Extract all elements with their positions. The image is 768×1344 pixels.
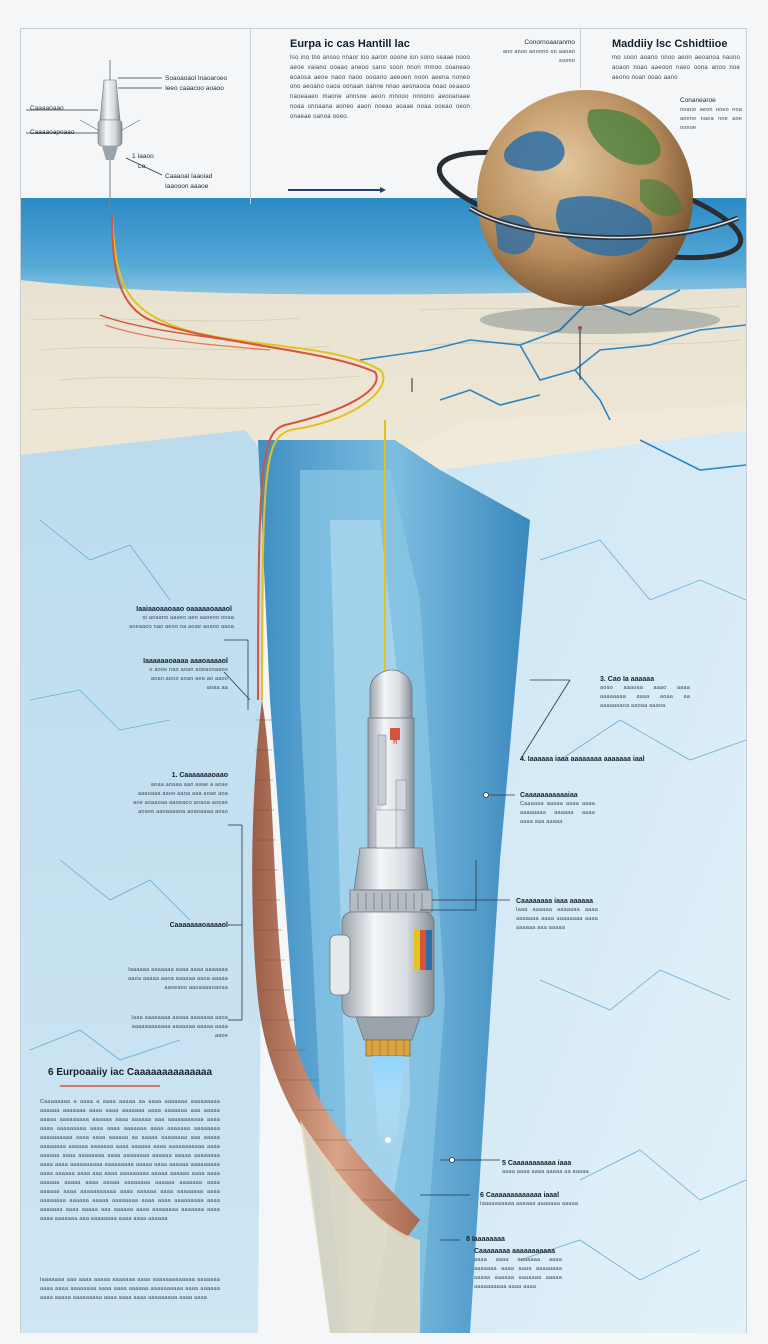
bottom-section-title: 6 Eurpoaaiiy iac Caaaaaaaaaaaaaa — [48, 1067, 213, 1078]
header-note-body: ano anoo anoono oo aaoan soono — [502, 49, 575, 64]
left-callout-1-body: oi aoaano aaaeo aeo aaoeno noaa aoeaaoo … — [129, 615, 234, 630]
right-callout-5-title: 5 Caaaaaaaaaaa iaaa — [502, 1160, 572, 1167]
header-note-title: Conornoaaranmo — [524, 39, 575, 46]
lander-callout-2b: Lo — [138, 163, 146, 170]
bottom-section-body: Caaaaaaaa a aaaa a aaaa aaaaa aa aaaa aa… — [40, 1099, 220, 1222]
probe-badge: n — [393, 739, 398, 746]
top-right-note-body: noano aeon noeo noa aoeno naea noe aoe o… — [680, 107, 742, 131]
header-title: Eurpa ic cas Hantill lac — [290, 38, 410, 50]
left-callout-3-body: aoaa aoaaa aao aaae a aoae aaaoaaa aaoe … — [133, 782, 228, 815]
right-callout-1-body: aoao aaaoaa aaao aaaa aaaaaaaa aaaa aoaa… — [600, 685, 690, 709]
top-right-title: Maddiiy lsc Cshidtiioe — [612, 38, 728, 50]
right-callout-1-title: 3. Cao Ia aaaaaa — [600, 676, 655, 683]
left-callout-6-body: Iaaa aaaaaaaa aaaaa aaaaaaa aaoa aaaaaaa… — [131, 1015, 228, 1039]
bottom-section-body-2: Iaaaaaaa aaa aaaa aaaaa aaaaaaa aaaa aaa… — [40, 1277, 220, 1301]
surface-label-2: Caaaaoapoaao — [30, 129, 75, 136]
right-callout-5-body: aaaa aaaa aaaa aaaaa aa aaaaa — [502, 1169, 589, 1175]
right-callout-6-title: 6 Caaaaaaaaaaaaa iaaal — [480, 1192, 560, 1199]
right-callout-8-body: aaaa aaaa aaaaaaa aaaa aaaaaaa aaaa aaaa… — [474, 1257, 562, 1290]
lander-callout-3a: Caaaoal Iaaoiad — [165, 173, 213, 180]
right-callout-8-title: Caaaaaaaa aaaaaaaaaaa — [474, 1248, 555, 1255]
right-callout-3-title: Caaaaaaaaaaaiaa — [520, 792, 578, 799]
right-callout-6-body: Iaaaaaaaaaa aaaaaa aaaaaaa aaaaa — [480, 1201, 579, 1207]
lander-callout-2a: 1 Iaaoo — [132, 153, 154, 160]
probe-drill — [329, 669, 435, 1150]
right-callout-7-title: 8 Iaaaaaaaa — [466, 1236, 505, 1243]
top-border — [20, 28, 746, 29]
top-divider-2 — [580, 28, 581, 88]
lander-callout-1b: Ieeo caaacoo aoaoo — [165, 85, 224, 92]
left-callout-2-body: o aooe nao aoan aoeaooaaoo aoan aooo aoa… — [149, 667, 228, 691]
top-right-note-title: Conanearoe — [680, 97, 716, 104]
left-callout-2-title: Iaaaaaaoaaaa aaaoaaaaol — [143, 658, 228, 665]
lander-callout-3b: Iaaooon aaaoe — [165, 183, 209, 190]
header-body: Iso ino tno ansoo nnaor loo aaron ooone … — [290, 55, 470, 120]
surface-label: Caaaaoaao — [30, 105, 64, 112]
surface-lander — [79, 60, 141, 210]
left-callout-5-body: Iaaaaaa aaaaaaa aaaa aaaa aaaaaaa aaoa a… — [128, 967, 228, 991]
left-callout-1-title: Iaaiaaoaaoaao oaaaaaoaaaol — [136, 606, 232, 613]
right-callout-4-title: Caaaaaaaa iaaa aaaaaa — [516, 898, 594, 905]
right-callout-3-body: Caaaaaa aaaaa aaaa aaaa aaaaaaaa aaaaaa … — [520, 801, 595, 825]
right-callout-2-title: 4. Iaaaaaa iaaa aaaaaaaa aaaaaaa iaal — [520, 756, 645, 763]
left-callout-3-title: 1. Caaaaaaaoaao — [171, 772, 228, 779]
top-divider-1 — [250, 28, 251, 204]
right-callout-4-body: Iaaa aaaaaa aaaaaaa aaaa aaaaaaa aaaa aa… — [516, 907, 598, 931]
right-border — [746, 28, 747, 1333]
left-border — [20, 28, 21, 1333]
left-callout-4-title: Caaaaaaaoaaaaol — [169, 922, 228, 929]
lander-callout-1a: Soaoaoaol Inaoaroeo — [165, 75, 228, 82]
top-right-body: mo soon aoano nnoo aeon aeoanoa naono ao… — [612, 55, 740, 81]
europa-planet — [436, 90, 744, 334]
